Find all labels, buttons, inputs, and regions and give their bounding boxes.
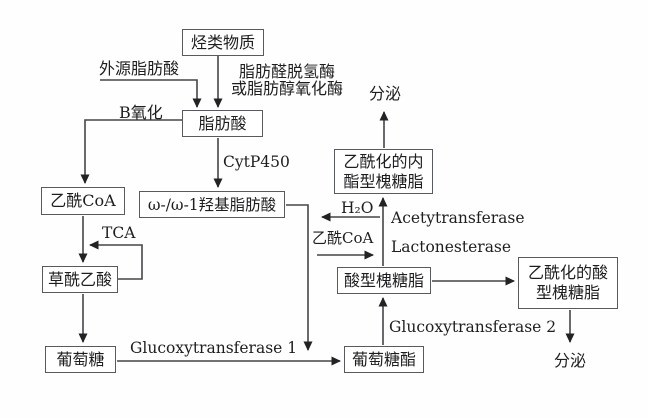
label-glucoxytransferase-2: Glucoxytransferase 2 xyxy=(389,318,557,336)
node-glucose: 葡萄糖 xyxy=(45,346,116,373)
node-acetylated-acidic-sophorolipid: 乙酰化的酸 型槐糖脂 xyxy=(518,257,618,309)
arrow-betaoxidation-to-acetylcoa xyxy=(80,119,182,184)
arrow-exogenous-to-fattyacid xyxy=(100,79,202,108)
node-omega-hydroxy-fatty-acid: ω-/ω-1羟基脂肪酸 xyxy=(139,191,285,218)
label-acetytransferase: Acetytransferase xyxy=(391,209,525,227)
arrow-omega-to-glucoseester xyxy=(286,204,313,351)
arrow-tca-loop xyxy=(89,240,143,280)
label-lactonesterase: Lactonesterase xyxy=(391,238,512,256)
label-exogenous-fatty-acid: 外源脂肪酸 xyxy=(99,59,180,78)
label-h2o: H₂O xyxy=(341,199,374,217)
label-beta-oxidation: B氧化 xyxy=(119,103,163,122)
node-acidic-sophorolipid: 酸型槐糖脂 xyxy=(337,267,431,294)
label-fatty-aldehyde-enzyme: 脂肪醛脱氢酶 或脂肪醇氧化酶 xyxy=(230,62,343,98)
node-fatty-acid: 脂肪酸 xyxy=(182,110,263,137)
label-tca: TCA xyxy=(102,224,136,242)
label-acetyl-coa-substrate: 乙酰CoA xyxy=(312,229,374,247)
node-oxaloacetate: 草酰乙酸 xyxy=(42,266,118,293)
label-glucoxytransferase-1: Glucoxytransferase 1 xyxy=(130,339,298,357)
label-cytp450: CytP450 xyxy=(223,153,290,171)
node-acetyl-coa: 乙酰CoA xyxy=(41,187,125,215)
node-acetylated-lactonic-sophorolipid: 乙酰化的内 酯型槐糖脂 xyxy=(334,149,433,194)
label-secretion-right: 分泌 xyxy=(554,351,587,370)
label-secretion-top: 分泌 xyxy=(369,84,402,103)
node-glucose-ester: 葡萄糖酯 xyxy=(344,346,424,373)
node-hydrocarbon: 烃类物质 xyxy=(182,29,264,56)
